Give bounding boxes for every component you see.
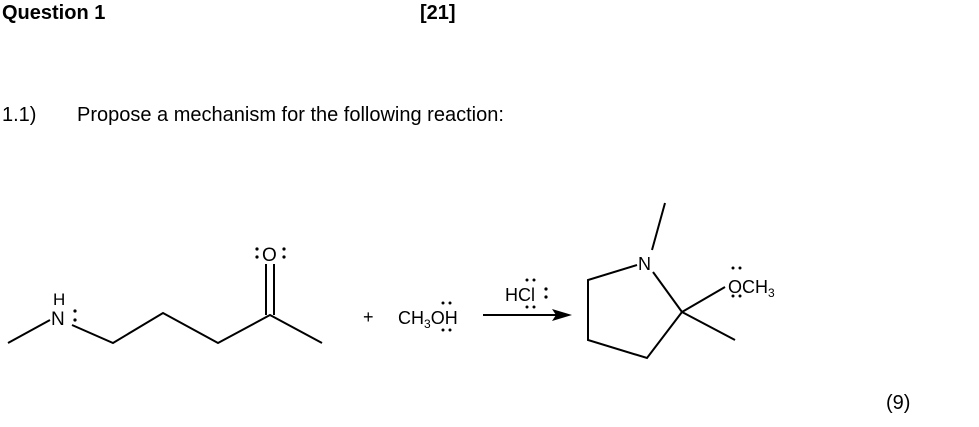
reaction-arrow — [483, 309, 572, 321]
hydrogen-label: H — [53, 290, 65, 309]
h-label: H — [505, 285, 518, 305]
svg-text:HCl: HCl — [505, 285, 535, 305]
cl-label: Cl — [518, 285, 535, 305]
total-marks: [21] — [420, 2, 456, 24]
reactant-methanol: CH3OH — [398, 301, 458, 332]
nitrogen-label: N — [638, 254, 651, 274]
subscript-3: 3 — [768, 286, 775, 300]
plus-sign: + — [363, 307, 374, 327]
question-title: Question 1 — [2, 2, 106, 24]
och-label: OCH — [728, 277, 768, 297]
question-text: Propose a mechanism for the following re… — [77, 104, 504, 126]
question-marks: (9) — [886, 392, 911, 414]
product-pyrrolidine: N OCH3 — [587, 202, 775, 360]
nitrogen-label: N — [51, 309, 65, 330]
oxygen-label: O — [262, 245, 277, 266]
reagent-hcl: HCl — [505, 278, 548, 309]
reactant-amino-ketone: N H O — [7, 245, 323, 345]
ch-label: CH — [398, 308, 424, 328]
question-number: 1.1) — [2, 104, 37, 126]
svg-text:OCH3: OCH3 — [728, 277, 775, 300]
subscript-3: 3 — [424, 317, 431, 331]
svg-text:CH3OH: CH3OH — [398, 308, 458, 331]
oh-label: OH — [431, 308, 458, 328]
